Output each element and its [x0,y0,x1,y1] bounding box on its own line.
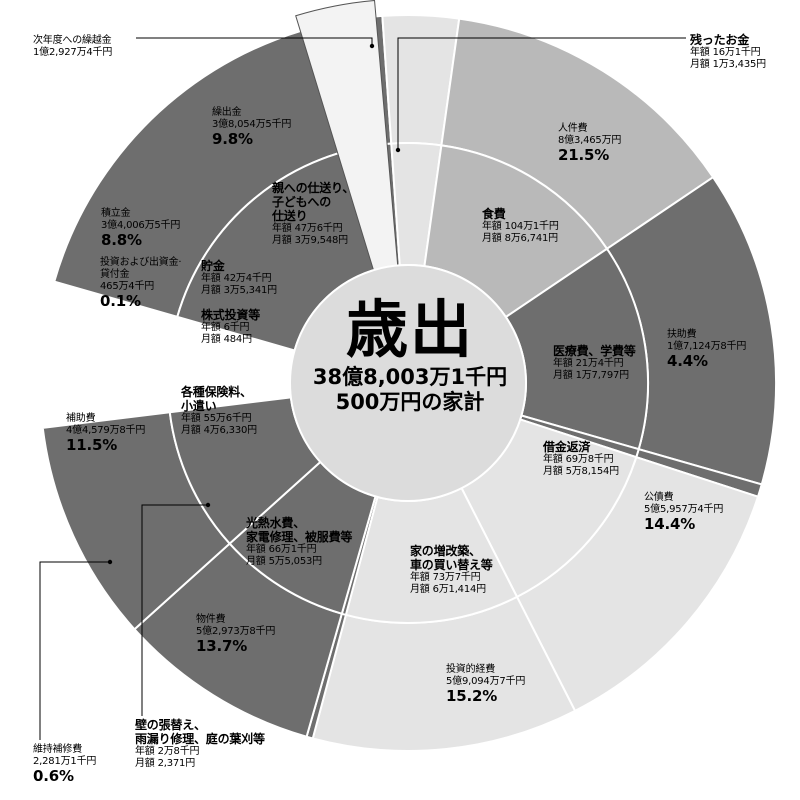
inner-label-chokin: 貯金 年額 42万4千円 月額 3万5,341円 [201,259,277,296]
leader-dot-ijihoshu [107,559,113,565]
outer-label-ijihoshu: 維持補修費 2,281万1千円 0.6% [33,744,97,785]
chart-title: 歳出 [345,293,474,366]
inner-label-shokuhi: 食費 年額 104万1千円 月額 8万6,741円 [482,207,559,244]
leader-kabe [141,504,208,716]
inner-label-hoken: 各種保険料、 小遣い 年額 55万6千円 月額 4万6,330円 [181,385,257,436]
outer-label-fujohi: 扶助費 1億7,124万8千円 4.4% [667,329,747,370]
outer-label-kuridashi: 繰出金 3億8,054万5千円 9.8% [212,107,292,148]
outer-label-jinkenhi: 人件費 8億3,465万円 21.5% [558,123,622,164]
inner-label-kabushiki: 株式投資等 年額 6千円 月額 484円 [201,308,261,345]
leader-nokotta [397,37,686,150]
leader-dot-nokotta [395,147,401,153]
outer-label-bukkenhi: 物件費 5億2,973万8千円 13.7% [196,614,276,655]
outer-label-kosaihi: 公債費 5億5,957万4千円 14.4% [644,492,724,533]
inner-label-zokaichiku: 家の増改築、 車の買い替え等 年額 73万7千円 月額 6万1,414円 [410,544,493,595]
leader-dot-jinendo [369,43,375,49]
leader-dot-kabe [205,502,211,508]
inner-label-iryohi: 医療費、学費等 年額 21万4千円 月額 1万7,797円 [553,344,636,381]
inner-label-oyashiokuri: 親への仕送り、 子どもへの 仕送り 年額 47万6千円 月額 3万9,548円 [272,181,355,246]
chart-subtitle: 500万円の家計 [335,390,485,414]
inner-label-kounetsu: 光熱水費、 家電修理、被服費等 年額 66万1千円 月額 5万5,053円 [246,516,353,567]
leader-ijihoshu [39,561,110,740]
outer-label-toushi-kashitsuke: 投資および出資金·貸付金 465万4千円 0.1% [100,257,182,310]
inner-label-kabe: 壁の張替え、 雨漏り修理、庭の葉刈等 年額 2万8千円 月額 2,371円 [135,718,265,769]
leader-jinendo [136,37,373,44]
chart-center: 歳出 38億8,003万1千円 500万円の家計 [265,295,555,415]
outer-label-toushi: 投資的経費 5億9,094万7千円 15.2% [446,664,526,705]
outer-label-tsumitate: 積立金 3億4,006万5千円 8.8% [101,208,181,249]
label-jinendo-kurikoshi: 次年度への繰越金 1億2,927万4千円 [33,35,113,58]
outer-label-hojohi: 補助費 4億4,579万8千円 11.5% [66,413,146,454]
center-disc [289,264,527,502]
chart-total: 38億8,003万1千円 [312,365,508,389]
label-nokotta-okane: 残ったお金 年額 16万1千円 月額 1万3,435円 [690,33,766,70]
inner-label-shakkin: 借金返済 年額 69万8千円 月額 5万8,154円 [543,440,619,477]
